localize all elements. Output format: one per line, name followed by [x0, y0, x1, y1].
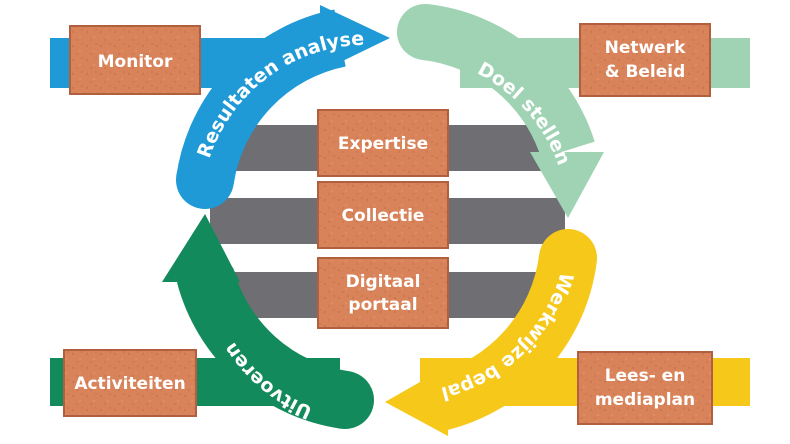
brick-netwerk-line2: & Beleid	[605, 62, 686, 82]
brick-activiteiten-label: Activiteiten	[74, 374, 185, 394]
brick-monitor: Monitor	[69, 25, 201, 95]
brick-digitaal-line1: Digitaal	[346, 272, 421, 292]
brick-digitaal-portaal: Digitaal portaal	[317, 257, 449, 329]
brick-lees-line1: Lees- en	[605, 366, 686, 386]
brick-lees-line2: mediaplan	[595, 390, 695, 410]
brick-lees-mediaplan: Lees- en mediaplan	[577, 351, 713, 425]
arrow-resultaten	[176, 5, 390, 209]
brick-collectie: Collectie	[317, 181, 449, 249]
brick-digitaal-line2: portaal	[348, 295, 417, 315]
brick-expertise: Expertise	[317, 109, 449, 177]
arrow-uitvoeren	[162, 214, 374, 429]
brick-expertise-label: Expertise	[338, 134, 428, 154]
brick-collectie-label: Collectie	[342, 206, 425, 226]
brick-netwerk-line1: Netwerk	[605, 38, 687, 58]
brick-netwerk-beleid: Netwerk & Beleid	[579, 23, 711, 97]
brick-activiteiten: Activiteiten	[63, 349, 197, 417]
brick-monitor-label: Monitor	[98, 52, 173, 72]
arrow-werkwijze	[385, 229, 597, 436]
arrow-doel	[397, 4, 604, 218]
